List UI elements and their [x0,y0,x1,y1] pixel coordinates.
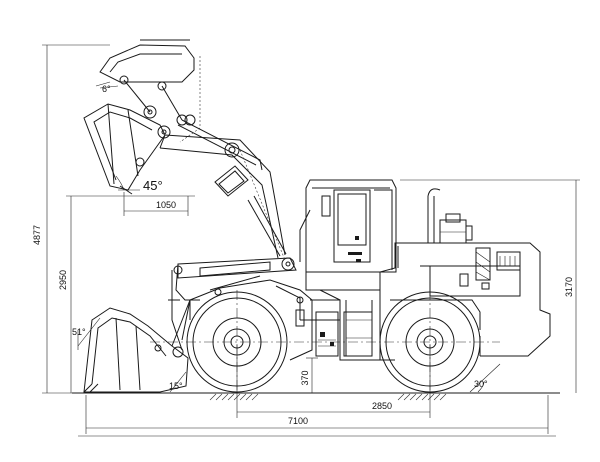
approach-angle-marker: 15° [169,371,187,393]
dump-angle-marker: 45° [115,175,163,193]
front-frame [189,279,380,361]
rollback-angle-marker: 51° [72,327,86,337]
rear-frame [379,242,551,361]
dump-height-label: 2950 [58,270,68,290]
raised-boom [143,105,287,261]
tilt-angle-marker: 6° [99,84,119,94]
cab-height-label: 3170 [564,277,574,297]
cab [299,179,397,291]
dimension-dump-height: 2950 [58,195,195,393]
reach-label: 1050 [156,200,176,210]
ground-line [72,392,560,401]
raised-bucket-phantom [95,39,201,143]
departure-angle-marker: 30° [469,363,501,393]
raised-bucket [83,103,166,195]
tilt-angle-label: 6° [102,84,111,94]
dimension-cab-height: 3170 [400,179,580,393]
approach-angle-label: 15° [169,381,183,391]
dump-angle-label: 45° [143,178,163,193]
dimension-overall-height: 4877 [32,44,110,394]
ground-clearance-label: 370 [300,370,310,385]
lowered-boom [168,257,297,351]
dimension-reach: 1050 [123,192,189,216]
rollback-angle-label: 51° [72,327,86,337]
dimension-overall-length: 7100 [78,395,556,437]
wheelbase-label: 2850 [372,401,392,411]
dimension-ground-clearance: 370 [300,357,318,393]
ladder [345,300,373,356]
front-wheel [186,291,288,393]
engine-top [427,188,473,244]
lowered-bucket [77,299,191,393]
overall-length-label: 7100 [288,416,308,426]
departure-angle-label: 30° [474,379,488,389]
overall-height-label: 4877 [32,225,42,245]
